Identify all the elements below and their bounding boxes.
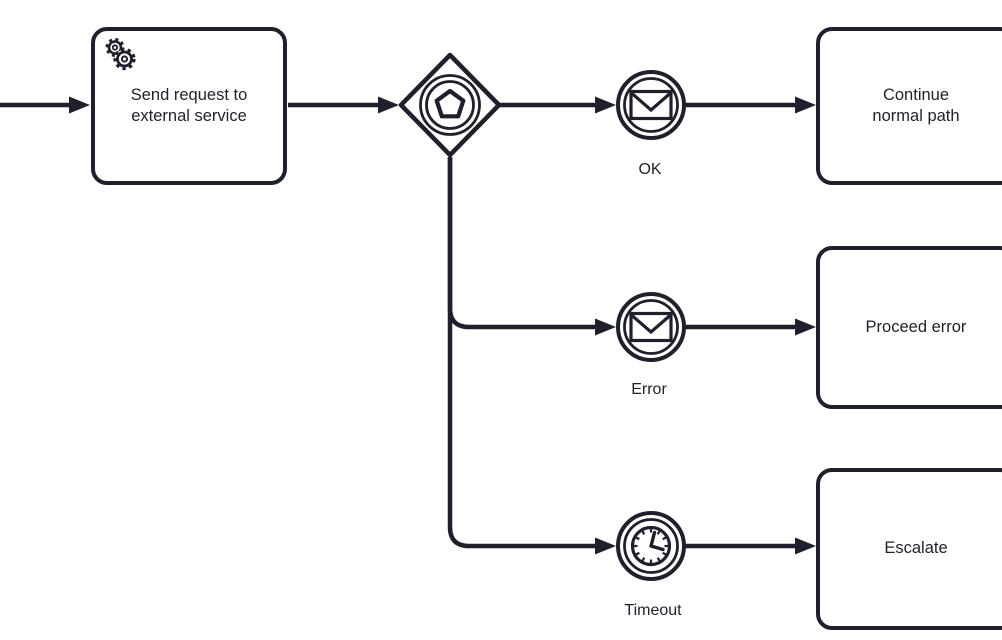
event-label-ok: OK — [638, 161, 662, 178]
arrowhead-icon — [595, 537, 616, 555]
clock-icon — [630, 525, 672, 567]
arrowhead-icon — [795, 96, 816, 114]
sequence-flow-gateway-to-timeout[interactable] — [447, 157, 616, 555]
sequence-flow-task-to-gateway[interactable] — [288, 96, 399, 114]
task-label: Continue normal path — [872, 85, 960, 125]
task-escalate[interactable]: Escalate — [816, 468, 1002, 630]
service-gears-icon — [105, 38, 136, 71]
arrowhead-icon — [69, 96, 90, 114]
arrowhead-icon — [595, 96, 616, 114]
sequence-flow-incoming[interactable] — [0, 96, 90, 114]
event-label-error: Error — [631, 381, 667, 398]
timer-event-timeout[interactable] — [616, 511, 686, 581]
event-based-gateway[interactable] — [398, 52, 502, 158]
event-label-timeout: Timeout — [624, 602, 682, 619]
message-event-error[interactable] — [616, 292, 686, 362]
task-label: Escalate — [884, 539, 948, 558]
message-event-ok[interactable] — [616, 70, 686, 140]
gateway-inner-circle-icon — [425, 80, 475, 130]
task-proceed-error[interactable]: Proceed error — [816, 246, 1002, 409]
envelope-icon — [629, 89, 673, 121]
sequence-flow-gateway-to-error[interactable] — [447, 157, 616, 336]
sequence-flow-error-to-proceed[interactable] — [685, 318, 816, 336]
envelope-icon — [629, 311, 673, 343]
gateway-outer-circle-icon — [419, 74, 481, 136]
arrowhead-icon — [795, 537, 816, 555]
task-send-request[interactable]: Send request to external service — [91, 27, 287, 185]
arrowhead-icon — [795, 318, 816, 336]
arrowhead-icon — [595, 318, 616, 336]
task-continue-normal-path[interactable]: Continue normal path — [816, 27, 1002, 185]
sequence-flow-ok-to-continue[interactable] — [685, 96, 816, 114]
sequence-flow-gateway-to-ok[interactable] — [500, 96, 616, 114]
task-label: Proceed error — [865, 317, 967, 336]
sequence-flow-timeout-to-escalate[interactable] — [685, 537, 816, 555]
task-label: Send request to external service — [130, 85, 248, 125]
arrowhead-icon — [378, 96, 399, 114]
pentagon-icon — [434, 88, 466, 119]
